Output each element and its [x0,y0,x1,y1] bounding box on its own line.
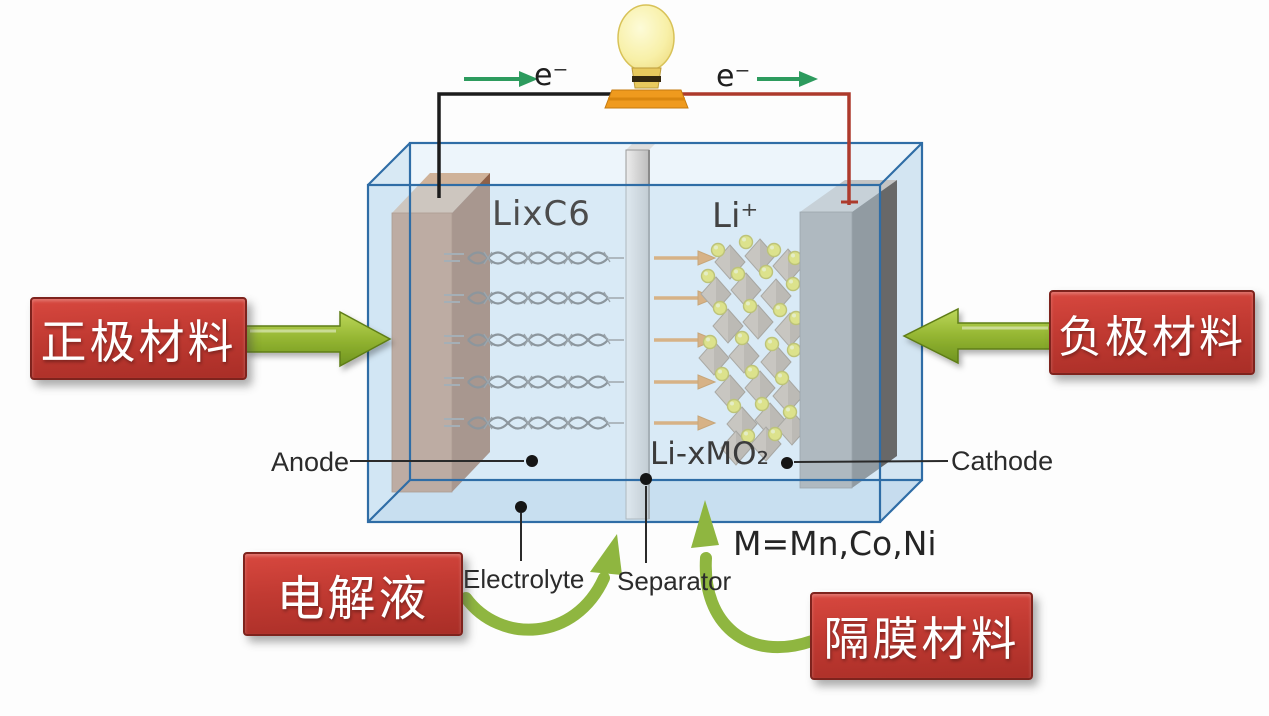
circuit-wires [437,92,858,205]
separator-curved-arrow [691,500,818,654]
positive-material-callout: 正极材料 [30,297,247,380]
electron-label-left: e⁻ [534,58,569,93]
cathode-slab [799,180,897,489]
anode-formula-label: LixC6 [492,194,591,234]
graphite-layers [444,250,624,431]
negative-material-arrow [902,307,1052,365]
electrolyte-curved-arrow [460,534,622,636]
container-front-face [366,141,924,524]
wire-right-red [678,92,851,205]
separator-label: Separator [617,566,732,596]
separator-material-callout: 隔膜材料 [810,592,1033,680]
anode-slab [391,173,490,493]
cathode-label: Cathode [951,446,1054,476]
negative-material-callout: 负极材料 [1049,290,1255,375]
wire-left-black [437,92,614,198]
anode-label: Anode [271,447,350,477]
electrolyte-material-callout: 电解液 [243,552,463,636]
metal-note-label: M=Mn,Co,Ni [733,524,937,563]
electron-arrow-left [464,71,538,87]
leader-dots [515,455,793,513]
separator-slab [625,144,655,520]
lithium-ion-label: Li⁺ [712,196,759,236]
electrolyte-label: Electrolyte [463,564,585,594]
light-bulb [604,4,689,109]
leader-lines [350,460,949,563]
electron-arrow-right [757,71,818,87]
cathode-formula-label: Li-xMO₂ [650,436,769,472]
electron-label-right: e⁻ [716,59,751,94]
positive-material-arrow [245,310,392,368]
